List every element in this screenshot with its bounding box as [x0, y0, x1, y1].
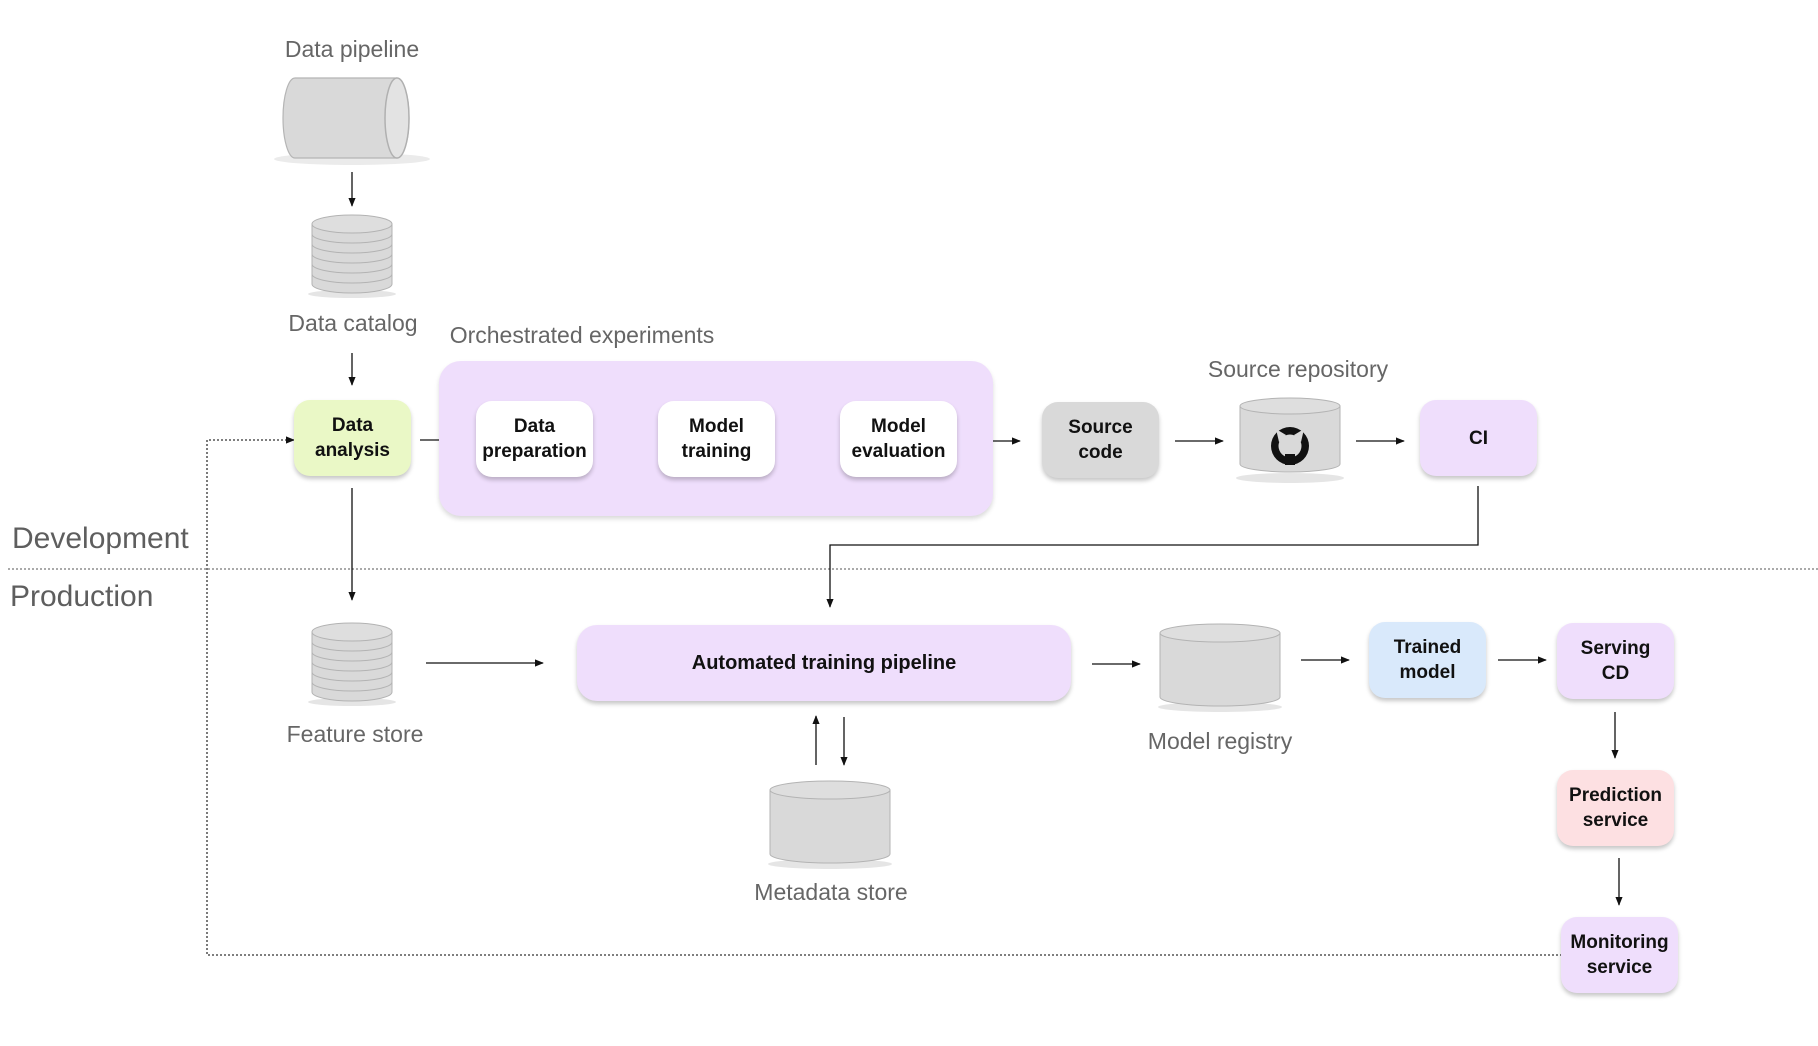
arrow-ci-to-training-pipeline [826, 486, 1479, 608]
model-training-node: Model training [658, 401, 775, 477]
lane-title-development: Development [12, 522, 189, 555]
trained-model-label: Trained model [1393, 637, 1462, 683]
automated-training-pipeline-label: Automated training pipeline [691, 651, 957, 674]
trained-model-node: Trained model [1369, 622, 1486, 698]
model-registry-icon [1158, 623, 1282, 712]
data-preparation-node: Data preparation [476, 401, 593, 477]
serving-cd-label: Serving CD [1580, 638, 1651, 684]
monitoring-service-node: Monitoring service [1561, 917, 1678, 993]
github-icon [1271, 427, 1309, 465]
data-catalog-label: Data catalog [288, 310, 418, 336]
serving-cd-node: Serving CD [1557, 623, 1674, 699]
monitoring-service-label: Monitoring service [1570, 932, 1669, 978]
lane-title-production: Production [10, 580, 154, 613]
model-evaluation-node: Model evaluation [840, 401, 957, 477]
metadata-store-label: Metadata store [754, 879, 908, 905]
data-preparation-label: Data preparation [482, 416, 587, 462]
source-code-label: Source code [1068, 417, 1133, 463]
automated-training-pipeline-node: Automated training pipeline [577, 625, 1071, 701]
prediction-service-node: Prediction service [1557, 770, 1674, 846]
feature-store-label: Feature store [286, 721, 424, 747]
ci-label: CI [1469, 427, 1488, 449]
model-training-label: Model training [681, 416, 752, 462]
data-analysis-node: Data analysis [294, 400, 411, 476]
feedback-loop-monitoring-to-analysis [206, 436, 1562, 956]
data-analysis-label: Data analysis [315, 415, 390, 461]
data-catalog-icon [308, 214, 396, 298]
ci-node: CI [1420, 400, 1537, 476]
source-code-node: Source code [1042, 402, 1159, 478]
feature-store-icon [308, 622, 396, 706]
model-registry-label: Model registry [1147, 728, 1293, 754]
data-pipeline-label: Data pipeline [284, 36, 420, 62]
source-repository-icon [1236, 397, 1344, 483]
data-pipeline-icon [274, 77, 430, 165]
model-evaluation-label: Model evaluation [851, 416, 946, 462]
orchestrated-experiments-label: Orchestrated experiments [449, 322, 715, 348]
metadata-store-icon [768, 780, 892, 869]
prediction-service-label: Prediction service [1569, 785, 1662, 831]
source-repository-label: Source repository [1207, 356, 1389, 382]
